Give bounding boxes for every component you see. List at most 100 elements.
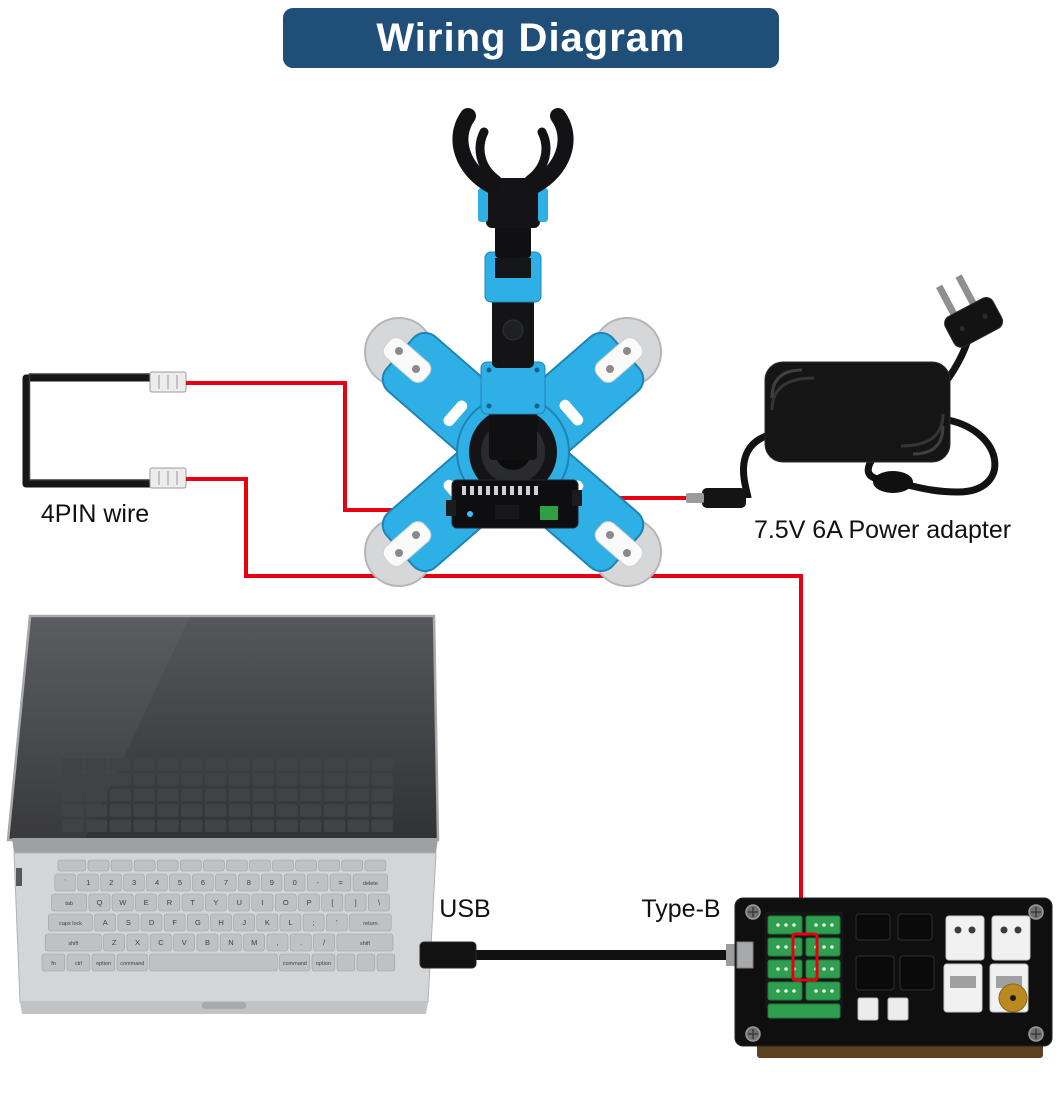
barrel-connector [702, 488, 746, 508]
svg-text:command: command [120, 961, 144, 967]
robot-arm-tower [480, 222, 546, 460]
svg-text:7: 7 [224, 878, 228, 887]
board-chips [855, 913, 935, 991]
lid-notch [202, 1002, 246, 1009]
wire-4pin-to-board [186, 477, 803, 934]
board-small-connectors [857, 997, 909, 1021]
label-usb: USB [439, 895, 491, 923]
laptop-side-port [16, 868, 22, 886]
svg-text:1: 1 [86, 878, 90, 887]
svg-text:Q: Q [97, 898, 103, 907]
label-power-adapter: 7.5V 6A Power adapter [753, 516, 1012, 544]
svg-text:P: P [307, 898, 312, 907]
svg-text:K: K [265, 918, 270, 927]
barrel-connector-tip [686, 493, 704, 503]
svg-text:command: command [283, 961, 307, 967]
usb-cable [419, 941, 744, 969]
svg-text:8: 8 [247, 878, 251, 887]
adapter-cable-ac [902, 416, 999, 496]
board-screws [745, 904, 1044, 1042]
plug-prong [936, 284, 960, 320]
gripper-claw-left [452, 108, 500, 194]
base-power-jack [572, 490, 582, 506]
svg-text:[: [ [331, 898, 334, 907]
svg-text:D: D [149, 918, 155, 927]
svg-text:option: option [316, 961, 331, 967]
base-electronics-board [446, 479, 582, 529]
power-plug [936, 274, 1004, 348]
svg-text:S: S [126, 918, 131, 927]
svg-text:T: T [190, 898, 195, 907]
screen-keyboard-reflection [62, 758, 393, 833]
svg-text:O: O [283, 898, 289, 907]
adapter-cable-dc [740, 432, 768, 499]
plug-prong [955, 274, 979, 310]
svg-text:ctrl: ctrl [75, 961, 82, 967]
ferrite-bead [873, 471, 913, 493]
svg-text:fn: fn [51, 961, 56, 967]
adapter-brick [764, 361, 951, 463]
title-banner: Wiring Diagram [283, 8, 779, 68]
svg-text:/: / [323, 938, 326, 947]
svg-text:': ' [336, 918, 338, 927]
svg-text:L: L [288, 918, 292, 927]
svg-text:delete: delete [363, 881, 378, 887]
svg-text:6: 6 [201, 878, 205, 887]
svg-text:shift: shift [68, 941, 79, 947]
svg-text:4: 4 [155, 878, 159, 887]
svg-text:X: X [135, 938, 140, 947]
svg-text:G: G [195, 918, 201, 927]
svg-text:W: W [119, 898, 127, 907]
four-pin-bracket [22, 374, 150, 488]
gripper-hub [486, 178, 540, 228]
svg-text:option: option [96, 961, 111, 967]
controller-board [734, 897, 1053, 1058]
arm-wrist [495, 222, 531, 258]
svg-text:V: V [182, 938, 187, 947]
four-pin-connector-top [149, 371, 187, 393]
svg-text:F: F [172, 918, 177, 927]
svg-text:J: J [242, 918, 246, 927]
svg-text:Y: Y [213, 898, 218, 907]
label-type-b: Type-B [641, 895, 721, 923]
page-title: Wiring Diagram [376, 15, 686, 60]
gripper [452, 108, 574, 228]
robot-arm [364, 108, 662, 587]
board-port-highlight [791, 932, 819, 982]
label-4pin-wire: 4PIN wire [40, 500, 150, 528]
svg-text:shift: shift [360, 941, 371, 947]
svg-text:,: , [276, 938, 278, 947]
power-adapter [686, 274, 1004, 508]
svg-text:0: 0 [293, 878, 297, 887]
svg-text:B: B [205, 938, 210, 947]
svg-text:caps lock: caps lock [59, 921, 82, 927]
svg-text:tab: tab [65, 901, 73, 907]
svg-text:M: M [251, 938, 257, 947]
svg-text:.: . [300, 938, 302, 947]
svg-text:`: ` [64, 878, 67, 887]
laptop-hinge [12, 838, 438, 853]
svg-text:U: U [236, 898, 241, 907]
base-port-left [446, 500, 456, 516]
base-terminal-green [540, 506, 558, 520]
svg-text:=: = [338, 878, 343, 887]
four-pin-strand [28, 373, 150, 481]
svg-text:3: 3 [132, 878, 136, 887]
svg-text:I: I [261, 898, 263, 907]
svg-text:-: - [316, 878, 319, 887]
svg-text:A: A [103, 918, 108, 927]
svg-text:R: R [167, 898, 173, 907]
svg-text:\: \ [378, 898, 381, 907]
svg-text:H: H [218, 918, 223, 927]
svg-text:;: ; [313, 918, 315, 927]
svg-text:return: return [363, 921, 377, 927]
board-usb-port [736, 941, 754, 969]
svg-text:2: 2 [109, 878, 113, 887]
gripper-claw-right [526, 108, 574, 194]
svg-text:Z: Z [112, 938, 117, 947]
svg-text:]: ] [355, 898, 357, 907]
svg-text:E: E [144, 898, 149, 907]
